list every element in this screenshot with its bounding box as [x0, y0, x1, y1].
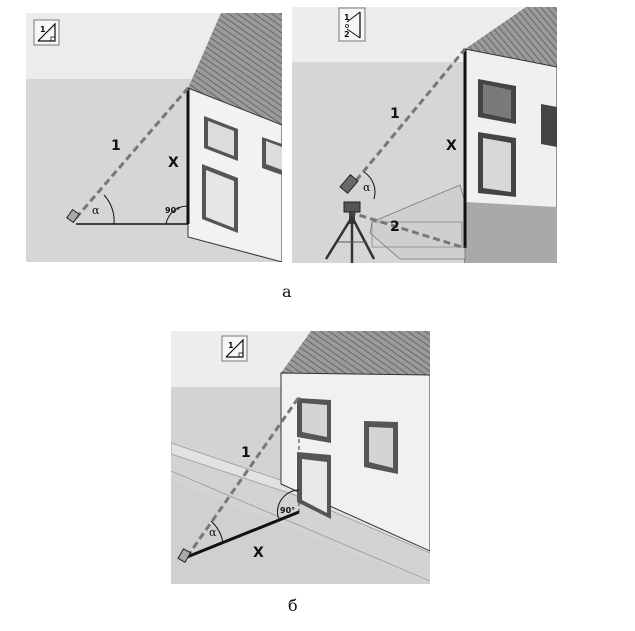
measure-line-1: [347, 48, 467, 190]
panel-b-drawing: 1 X α 90° 1: [171, 331, 430, 584]
diagram-panel-b: 1 X α 90° 1: [171, 331, 430, 584]
tripod: [324, 173, 376, 263]
angle-alpha-arc: [103, 194, 115, 225]
laser-rangefinder: [66, 208, 80, 224]
icon-digit: 1: [40, 25, 46, 34]
label-1: 1: [390, 106, 400, 122]
label-2: 2: [390, 219, 400, 235]
label-90-degrees: 90°: [280, 506, 295, 515]
label-x: X: [446, 138, 457, 154]
label-1: 1: [111, 138, 121, 154]
measure-line-2: [348, 210, 466, 250]
measure-line-1: [74, 87, 190, 219]
label-1: 1: [241, 445, 251, 461]
distance-line-x: [186, 510, 300, 559]
measure-mode-icon: 1: [33, 19, 60, 46]
window-upper-glass: [208, 121, 234, 156]
wall-base: [465, 202, 557, 263]
right-angle-arc: [165, 205, 189, 225]
label-x: X: [253, 545, 264, 561]
caption-b: б: [288, 596, 298, 615]
panel-a-left-drawing: 1 X α 90° 1: [26, 13, 282, 262]
roof: [281, 331, 430, 375]
icon-digit-1: 1: [344, 13, 350, 22]
caption-a: а: [282, 282, 292, 301]
icon-digit: 1: [228, 341, 234, 350]
diagram-panel-a-right: 1 2 X α 1 2: [292, 7, 557, 263]
laser-rangefinder: [177, 548, 192, 564]
icon-digit-2: 2: [344, 30, 350, 39]
measure-mode-icon: 1: [221, 335, 248, 362]
label-alpha: α: [92, 204, 100, 217]
measure-mode-icon: 1 2: [338, 7, 366, 42]
angle-alpha-arc: [210, 520, 224, 544]
label-alpha: α: [363, 181, 371, 194]
angle-alpha-arc: [363, 171, 376, 200]
right-angle-arc: [276, 489, 300, 521]
diagram-panel-a-left: 1 X α 90° 1: [26, 13, 282, 262]
label-90-degrees: 90°: [165, 206, 180, 215]
window-upper-right: [541, 104, 557, 147]
label-alpha: α: [209, 526, 217, 539]
roof: [465, 7, 557, 67]
label-x: X: [168, 155, 179, 171]
panel-a-right-drawing: 1 2 X α 1 2: [292, 7, 557, 263]
